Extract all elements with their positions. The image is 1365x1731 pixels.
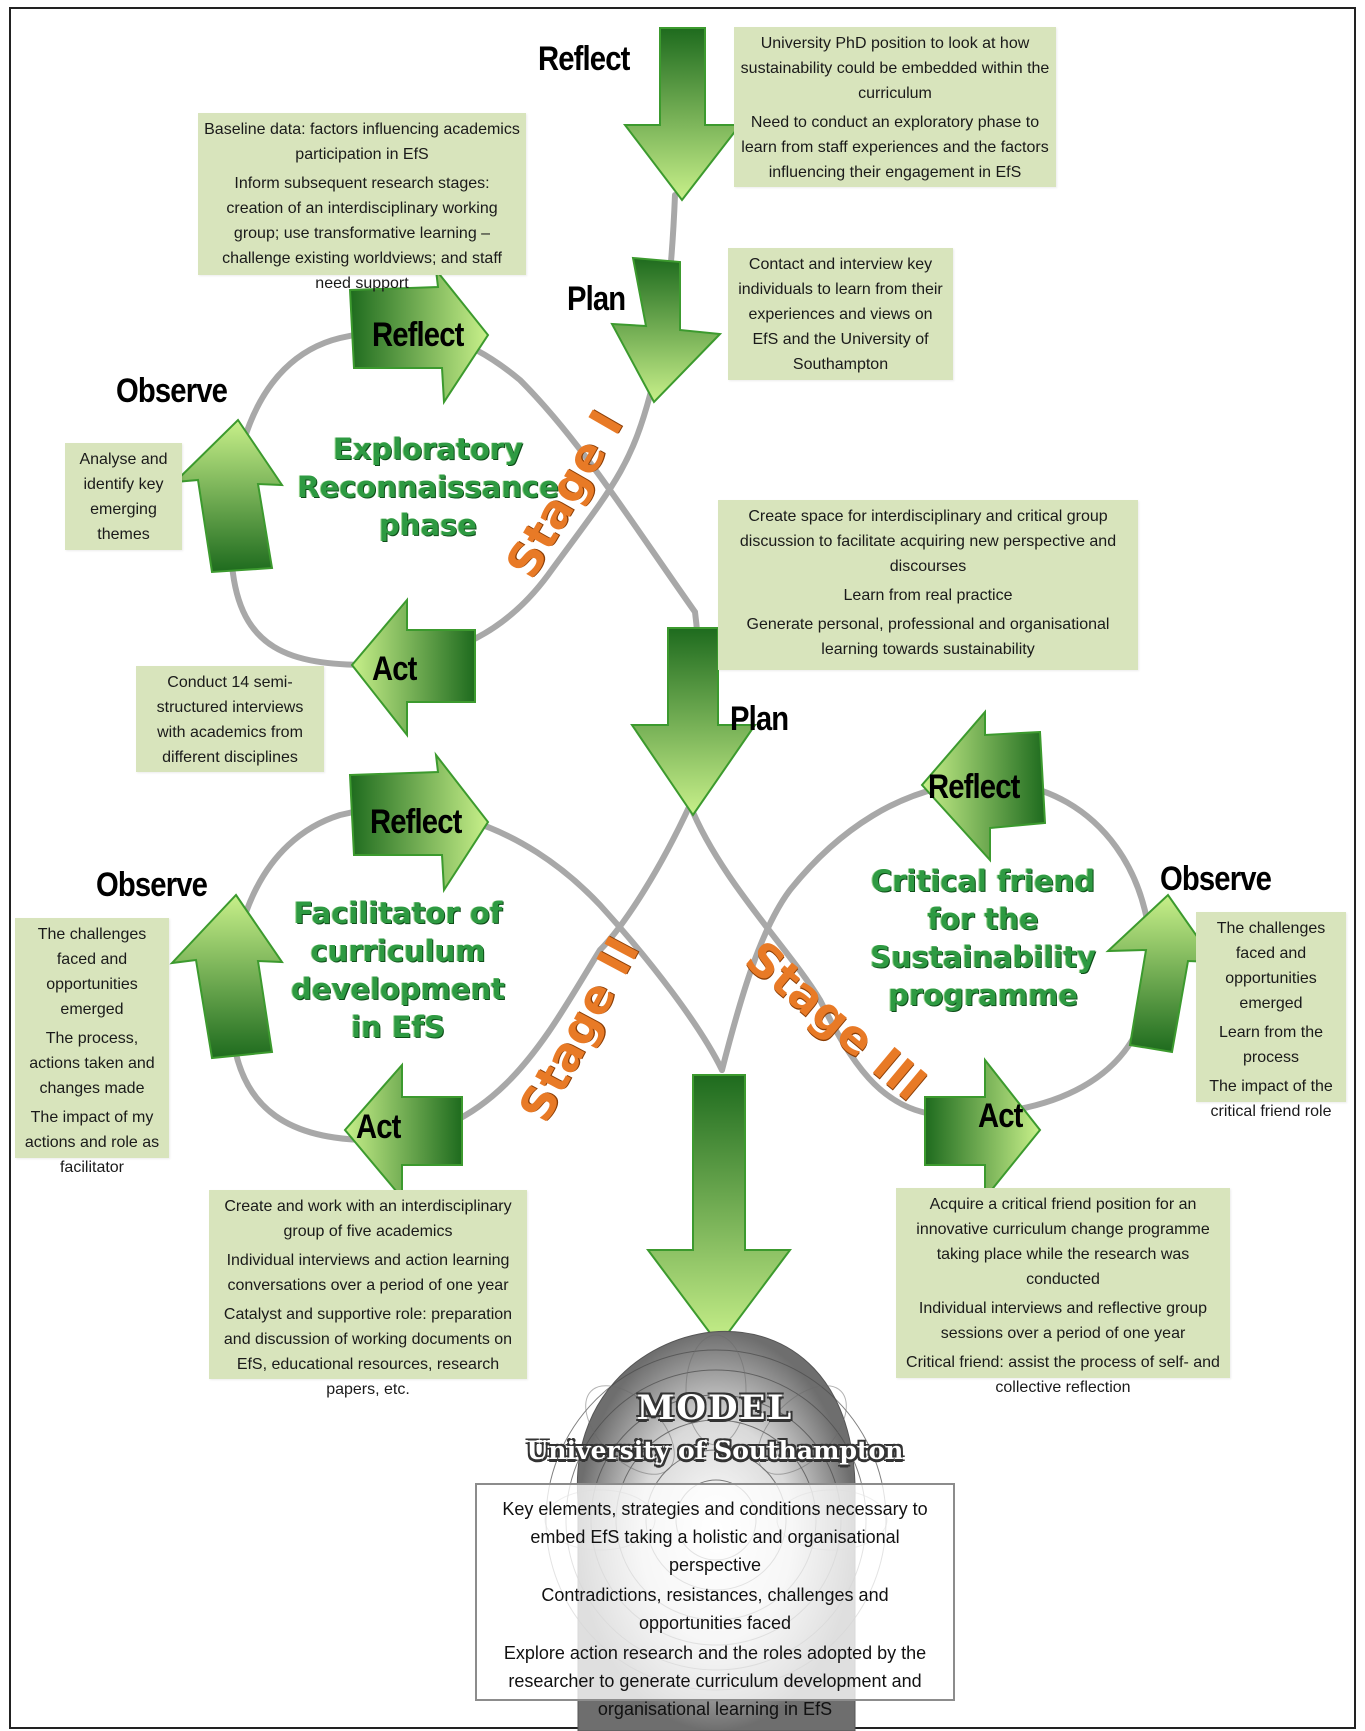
stage2-observe-box-line-3: The impact of my actions and role as fac… <box>24 1109 160 1176</box>
stage1-reflect-box-line-2: Inform subsequent research stages: creat… <box>222 175 502 292</box>
stage1-act-box: Conduct 14 semi-structured interviews wi… <box>136 666 324 772</box>
stage2-act-box-line-2: Individual interviews and action learnin… <box>226 1252 510 1294</box>
stage3-observe-label: Observe <box>1160 860 1272 898</box>
top-plan-box-line-1: Contact and interview key individuals to… <box>738 256 943 373</box>
stage1-reflect-box-line-1: Baseline data: factors influencing acade… <box>204 121 520 163</box>
stage3-observe-arrow <box>1105 893 1217 1054</box>
middle-plan-box-line-3: Generate personal, professional and orga… <box>746 616 1110 658</box>
stage3-observe-box-line-2: Learn from the process <box>1218 1024 1324 1066</box>
stage3-reflect-label: Reflect <box>928 768 1020 806</box>
model-item-1: Key elements, strategies and conditions … <box>502 1499 928 1575</box>
stage2-act-arrow <box>343 1062 463 1201</box>
stage1-reflect-arrow <box>348 266 490 406</box>
model-title: MODEL <box>636 1388 794 1428</box>
stage2-act-box-line-1: Create and work with an interdisciplinar… <box>224 1198 512 1240</box>
top-plan-label: Plan <box>567 280 626 318</box>
top-reflect-box: University PhD position to look at how s… <box>734 27 1056 187</box>
stage3-phase-title: Critical friend for the Sustainability p… <box>870 864 1096 1012</box>
down-arrow-top-reflect <box>622 27 743 202</box>
top-reflect-box-line-2: Need to conduct an exploratory phase to … <box>741 114 1049 181</box>
stage1-act-arrow <box>350 597 476 738</box>
stage3-observe-box: The challenges faced and opportunities e… <box>1196 912 1346 1120</box>
stage2-observe-box: The challenges faced and opportunities e… <box>15 918 169 1176</box>
stage2-act-box: Create and work with an interdisciplinar… <box>209 1190 527 1398</box>
model-item-3: Explore action research and the roles ad… <box>503 1643 927 1719</box>
stage1-observe-label: Observe <box>116 372 228 410</box>
stage2-observe-arrow <box>169 893 284 1060</box>
model-box: Key elements, strategies and conditions … <box>475 1483 955 1719</box>
stage3-act-arrow <box>924 1057 1042 1201</box>
stage1-phase-title: Exploratory Reconnaissance phase <box>297 432 559 542</box>
stage2-phase-title: Facilitator of curriculum development in… <box>290 896 506 1044</box>
stage1-reflect-box: Baseline data: factors influencing acade… <box>198 113 526 292</box>
model-subtitle: University of Southampton <box>526 1436 904 1465</box>
down-arrow-top-plan <box>610 256 723 404</box>
middle-plan-label: Plan <box>730 700 789 738</box>
model-item-2: Contradictions, resistances, challenges … <box>541 1585 889 1633</box>
stage1-observe-box-line-1: Analyse and identify key emerging themes <box>79 451 168 543</box>
stage1-reflect-label: Reflect <box>372 316 464 354</box>
stage2-reflect-label: Reflect <box>370 803 462 841</box>
stage2-observe-box-line-2: The process, actions taken and changes m… <box>29 1030 155 1097</box>
top-plan-box: Contact and interview key individuals to… <box>728 248 953 380</box>
down-arrow-model <box>646 1074 792 1347</box>
stage2-act-label: Act <box>356 1108 401 1146</box>
stage1-act-label: Act <box>372 650 417 688</box>
stage3-observe-box-line-1: The challenges faced and opportunities e… <box>1216 920 1326 1012</box>
stage1-act-box-line-1: Conduct 14 semi-structured interviews wi… <box>156 674 304 766</box>
stage3-act-label: Act <box>978 1097 1023 1135</box>
stage3-reflect-arrow <box>920 709 1047 863</box>
stage2-observe-label: Observe <box>96 866 208 904</box>
middle-plan-box-line-1: Create space for interdisciplinary and c… <box>739 508 1117 575</box>
middle-plan-box-line-2: Learn from real practice <box>843 587 1013 604</box>
stage2-observe-box-line-1: The challenges faced and opportunities e… <box>37 926 147 1018</box>
stage3-observe-box-line-3: The impact of the critical friend role <box>1209 1078 1333 1120</box>
stage3-act-box-line-2: Individual interviews and reflective gro… <box>918 1300 1208 1342</box>
stage2-reflect-arrow <box>348 751 490 894</box>
stage1-observe-box: Analyse and identify key emerging themes <box>65 443 182 550</box>
top-reflect-box-line-1: University PhD position to look at how s… <box>740 35 1050 102</box>
middle-plan-box: Create space for interdisciplinary and c… <box>718 500 1138 670</box>
stage3-act-box-line-3: Critical friend: assist the process of s… <box>906 1354 1220 1396</box>
stage2-act-box-line-3: Catalyst and supportive role: preparatio… <box>223 1306 513 1398</box>
stage3-act-box: Acquire a critical friend position for a… <box>896 1188 1230 1396</box>
stage1-observe-arrow <box>172 418 284 574</box>
top-reflect-label: Reflect <box>538 40 630 78</box>
stage3-act-box-line-1: Acquire a critical friend position for a… <box>916 1196 1210 1288</box>
